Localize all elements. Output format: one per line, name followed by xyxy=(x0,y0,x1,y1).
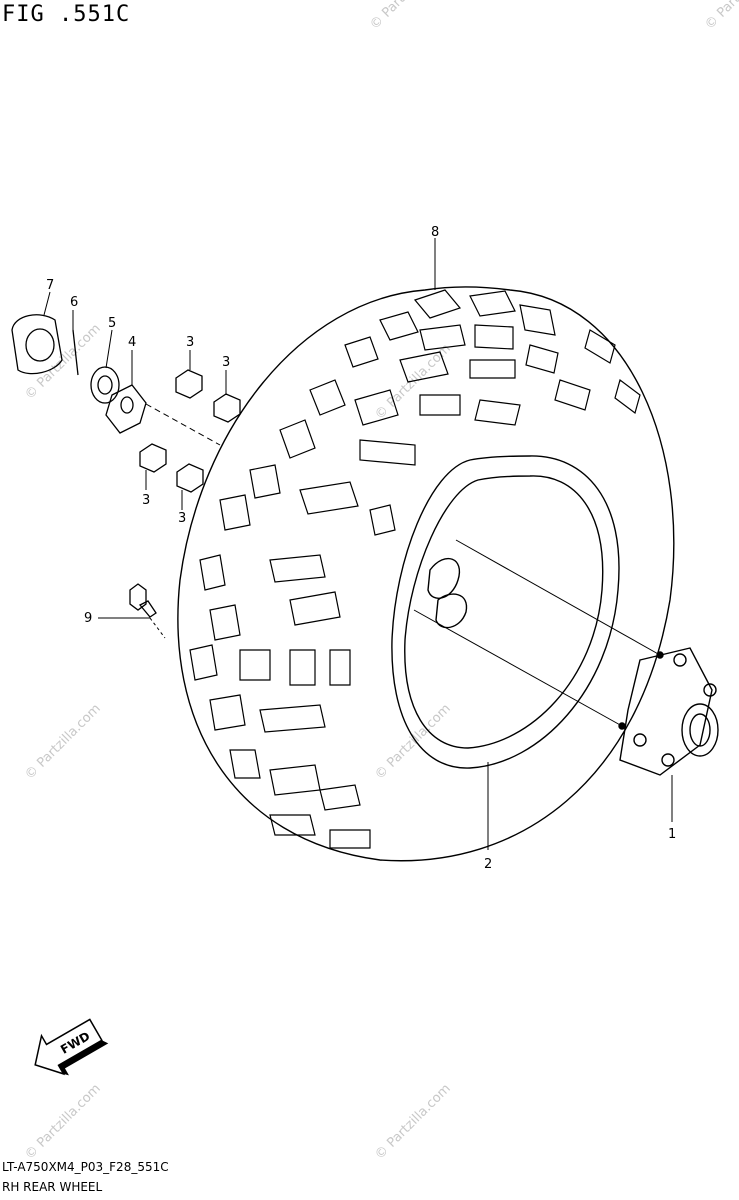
callout-label: 6 xyxy=(70,295,78,310)
fwd-arrow: FWD xyxy=(34,1018,109,1076)
callout-label: 8 xyxy=(431,225,439,240)
callout-label: 3 xyxy=(142,493,150,508)
figure-code: LT-A750XM4_P03_F28_551C xyxy=(2,1160,169,1174)
watermark-layer: © Partzilla.com © Partzilla.com © Partzi… xyxy=(22,0,739,1163)
callout-label: 4 xyxy=(128,335,136,350)
callout-label: 3 xyxy=(186,335,194,350)
leader-lines xyxy=(43,238,673,850)
callout-label: 5 xyxy=(108,316,116,331)
callout-label: 3 xyxy=(222,355,230,370)
callout-label: 9 xyxy=(84,611,92,626)
callout-label: 1 xyxy=(668,827,676,842)
watermark: © Partzilla.com xyxy=(372,1081,454,1163)
tire xyxy=(177,286,675,862)
watermark: © Partzilla.com xyxy=(702,0,739,33)
callout-label: 3 xyxy=(178,511,186,526)
wheel-hub xyxy=(618,647,719,776)
tread-pattern xyxy=(189,289,641,849)
callout-label: 2 xyxy=(484,857,492,872)
watermark: © Partzilla.com xyxy=(372,341,454,423)
figure-name: RH REAR WHEEL xyxy=(2,1180,103,1194)
hub-fasteners xyxy=(11,314,147,434)
tire-valve xyxy=(129,583,157,618)
wheel-nuts xyxy=(139,369,241,493)
callout-labels: 1 2 3 3 3 3 4 5 6 7 8 9 xyxy=(46,225,676,872)
watermark: © Partzilla.com xyxy=(367,0,449,33)
callout-label: 7 xyxy=(46,278,54,293)
watermark: © Partzilla.com xyxy=(22,1081,104,1163)
watermark: © Partzilla.com xyxy=(22,701,104,783)
figure-title: FIG .551C xyxy=(2,2,131,27)
